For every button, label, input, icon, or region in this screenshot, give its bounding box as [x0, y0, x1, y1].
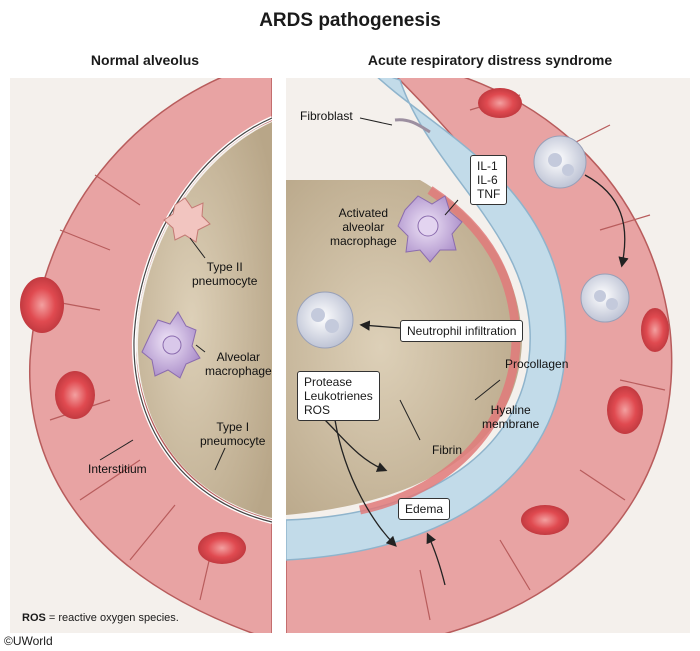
red-blood-cell	[521, 505, 569, 535]
red-blood-cell	[607, 386, 643, 434]
hyaline-membrane-label: Hyaline membrane	[482, 403, 540, 431]
alveolar-macrophage-label: Alveolar macrophage	[205, 350, 272, 378]
type-i-pneumocyte-label: Type I pneumocyte	[200, 420, 266, 448]
activated-macrophage-label: Activated alveolar macrophage	[330, 206, 397, 248]
fibrin-label: Fibrin	[432, 443, 463, 457]
normal-alveolus-panel	[10, 78, 272, 633]
fibroblast-label: Fibroblast	[300, 109, 353, 123]
procollagen-label: Procollagen	[505, 357, 569, 371]
type-ii-pneumocyte-label: Type II pneumocyte	[192, 260, 258, 288]
copyright: ©UWorld	[4, 634, 53, 648]
neutrophil-infiltration-box: Neutrophil infiltration	[400, 320, 524, 342]
type-ii-pneumocyte	[163, 197, 211, 243]
cytokines-box: IL-1 IL-6 TNF	[470, 155, 508, 205]
red-blood-cell	[55, 371, 95, 419]
figure-title: ARDS pathogenesis	[259, 10, 441, 31]
hyaline-membrane	[359, 186, 521, 515]
footnote-abbr: ROS	[22, 612, 46, 624]
edema-box: Edema	[398, 498, 451, 520]
red-blood-cell	[478, 88, 522, 118]
red-blood-cell	[641, 308, 669, 352]
ards-panel	[286, 78, 690, 633]
footnote: ROS = reactive oxygen species.	[22, 612, 179, 624]
footnote-text: = reactive oxygen species.	[45, 612, 179, 624]
mediators-box: Protease Leukotrienes ROS	[297, 371, 380, 421]
interstitium-label: Interstitium	[88, 462, 147, 476]
red-blood-cell	[198, 532, 246, 564]
ards-alveolar-space	[286, 180, 522, 515]
ards-title: Acute respiratory distress syndrome	[367, 52, 613, 68]
red-blood-cell	[20, 277, 64, 333]
normal-alveolus-title: Normal alveolus	[90, 52, 200, 68]
neutrophil-in-alveolus	[296, 291, 354, 349]
